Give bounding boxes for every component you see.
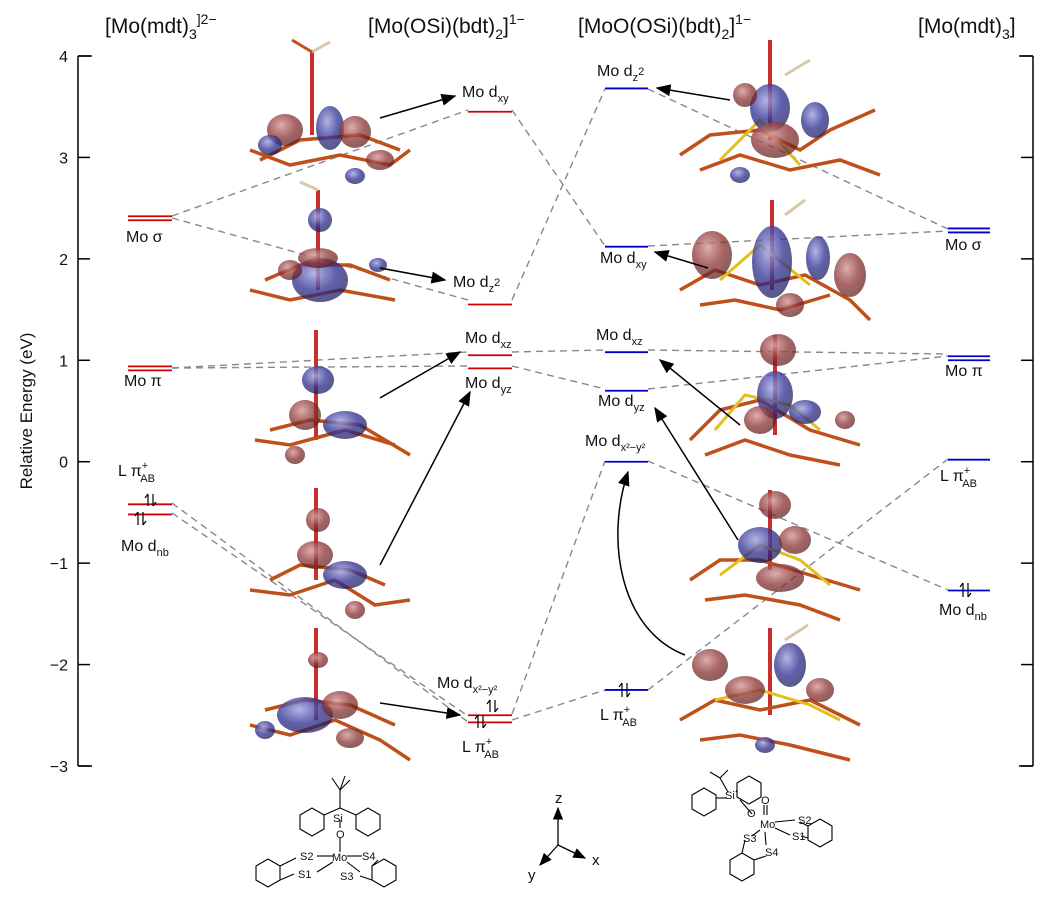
- orbital-plot-dz2-2: [249, 180, 396, 302]
- label-l-piab-3: L π+AB: [600, 704, 637, 729]
- orbital-plot-dz2-3: [679, 40, 881, 183]
- header-col1: [Mo(mdt)3]2−: [105, 11, 217, 42]
- label-mo-dx2y2-3: Mo dx²−y²: [585, 433, 646, 454]
- label-l-piab-2: L π+AB: [462, 736, 499, 761]
- header-col2: [Mo(OSi)(bdt)2]1−: [368, 11, 525, 42]
- label-mo-dz2-3: Mo dz2: [597, 63, 644, 84]
- structure-moo-osi-bdt2: [691, 769, 833, 882]
- label-mo-sigma-1: Mo σ: [126, 229, 163, 246]
- label-mo-pi-4: Mo π: [945, 363, 983, 380]
- label-mo-dxy-2: Mo dxy: [462, 84, 509, 105]
- label-mo-dyz-2: Mo dyz: [465, 375, 512, 396]
- label-mo-dxz-2: Mo dxz: [465, 330, 512, 351]
- orbital-plot-dyz-3: [689, 490, 861, 622]
- label-mo-sigma-4: Mo σ: [945, 237, 982, 254]
- atom-mo-1: Mo: [332, 852, 347, 864]
- label-mo-dx2y2-2: Mo dx²−y²: [437, 675, 498, 696]
- atom-s3-2: S3: [743, 833, 756, 845]
- orbital-plots-col2: [249, 38, 412, 762]
- atom-s2-1: S2: [300, 851, 313, 863]
- axis-tick-label: 1: [59, 353, 68, 370]
- atom-mo-2: Mo: [760, 819, 775, 831]
- structure-1-atoms: Si O Mo S2 S4 S1 S3: [298, 813, 375, 883]
- levels-col2: [468, 110, 512, 724]
- level-labels: Mo σ Mo π L π+AB Mo dnb Mo dxy Mo dz2 Mo…: [118, 63, 987, 761]
- axis-tick-label: −3: [50, 759, 68, 776]
- levels-col4: [948, 227, 990, 592]
- orbital-plots-col3: [679, 40, 881, 762]
- axis-tick-label: 4: [59, 49, 68, 66]
- axis-ticks: 4 3 2 1 0 −1 −2 −3: [50, 49, 90, 776]
- structure-mo-osi-bdt2: [255, 775, 397, 888]
- orbital-plot-dxz-3: [688, 334, 861, 467]
- header-col1-charge: ]2−: [197, 11, 217, 27]
- electron-pair-dnb-1: [134, 511, 147, 526]
- atom-o-2: O: [747, 808, 756, 820]
- orbital-plot-dyz-2: [249, 488, 411, 619]
- orbital-plot-dxz-2: [254, 330, 411, 464]
- electron-pair-piab-1: [144, 493, 157, 507]
- atom-s3-1: S3: [340, 871, 353, 883]
- label-mo-pi-1: Mo π: [124, 373, 162, 390]
- atom-s2-2: S2: [798, 815, 811, 827]
- axis-tick-label: 3: [59, 150, 68, 167]
- atom-si-1: Si: [333, 813, 343, 825]
- axis-label: Relative Energy (eV): [17, 333, 36, 490]
- header-col3: [MoO(OSi)(bdt)2]1−: [578, 11, 751, 42]
- axis-icon-x: x: [592, 852, 600, 869]
- label-l-piab-1: L π+AB: [118, 460, 155, 485]
- axis-icon-y: y: [528, 867, 536, 884]
- axis-ticks-right: [1021, 55, 1033, 767]
- header-col4: [Mo(mdt)3]: [918, 15, 1016, 42]
- label-mo-dxy-3: Mo dxy: [600, 250, 647, 271]
- electron-pair-piab-2: [474, 714, 487, 729]
- levels-col3: [605, 87, 648, 691]
- axis-tick-label: −2: [50, 658, 68, 675]
- label-mo-dxz-3: Mo dxz: [596, 327, 643, 348]
- electron-pair-dx2y2-2: [486, 699, 499, 713]
- atom-s1-2: S1: [792, 831, 805, 843]
- atom-s4-1: S4: [362, 851, 375, 863]
- atom-si-2: Si: [725, 790, 735, 802]
- axis-tick-label: 2: [59, 252, 68, 269]
- orbital-plot-dxy-2: [249, 38, 412, 184]
- energy-axis: 4 3 2 1 0 −1 −2 −3 Relative Energy (eV): [17, 49, 1034, 776]
- axis-icon-z: z: [555, 790, 563, 807]
- label-mo-dnb-4: Mo dnb: [939, 602, 987, 623]
- atom-s1-1: S1: [298, 869, 311, 881]
- orbital-arrows: [379, 84, 741, 719]
- label-mo-dz2-2: Mo dz2: [453, 274, 500, 295]
- axes-icon: [539, 806, 587, 866]
- header-col1-sub: 3: [189, 26, 197, 42]
- electron-pair-piab-3: [618, 682, 631, 698]
- column-headers: [Mo(mdt)3]2− [Mo(OSi)(bdt)2]1− [MoO(OSi)…: [105, 11, 1016, 42]
- levels-col1: [128, 215, 172, 516]
- label-mo-dyz-3: Mo dyz: [598, 393, 645, 414]
- label-l-piab-4: L π+AB: [940, 465, 977, 490]
- correlation-lines: [171, 88, 949, 723]
- structure-2-atoms: Si O O Mo S2 S1 S3 S4: [725, 790, 811, 859]
- atom-o2-2: O: [761, 795, 770, 807]
- electron-pairs: [134, 493, 972, 729]
- header-col1-main: [Mo(mdt): [105, 15, 189, 38]
- axis-tick-label: −1: [50, 556, 68, 573]
- orbital-plot-piab-3: [679, 623, 861, 762]
- atom-s4-2: S4: [765, 847, 778, 859]
- orbital-plot-dxy-3: [679, 198, 872, 322]
- electron-pair-dnb-4: [959, 582, 972, 598]
- orbital-plot-piab-2: [249, 628, 411, 762]
- atom-o-1: O: [336, 829, 345, 841]
- axis-tick-label: 0: [59, 455, 68, 472]
- label-mo-dnb-1: Mo dnb: [121, 538, 169, 559]
